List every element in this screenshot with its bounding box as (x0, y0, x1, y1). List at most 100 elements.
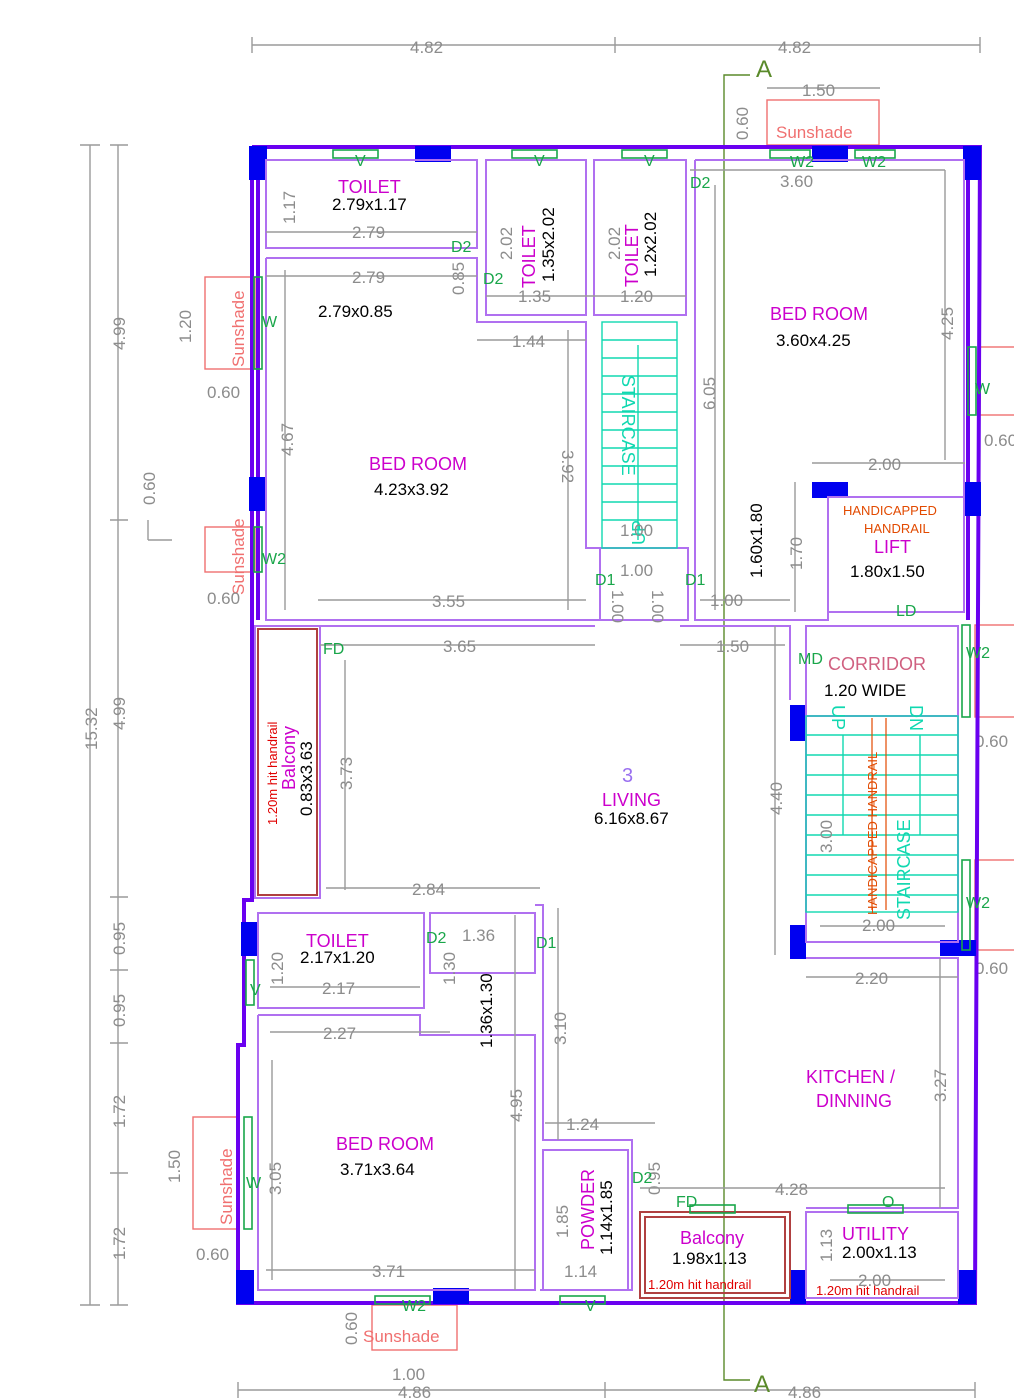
dim-seg-c: 1.72 (110, 1095, 129, 1128)
dim-label: 0.60 (196, 1245, 229, 1264)
door-tag: D2 (632, 1170, 653, 1187)
kitchen-name2: DINNING (816, 1091, 892, 1111)
door-tag: FD (323, 641, 344, 658)
staircase-main-label: STAIRCASE (894, 819, 914, 920)
dim-label: 3.71 (372, 1262, 405, 1281)
dim-label: 2.02 (605, 227, 624, 260)
passage-size: 2.79x0.85 (318, 302, 393, 321)
balcony-s-size: 1.98x1.13 (672, 1249, 747, 1268)
dim-label: 2.00 (862, 916, 895, 935)
dim-label: 4.28 (775, 1180, 808, 1199)
dim-label: 1.13 (817, 1229, 836, 1262)
dim-seg-060: 0.60 (140, 472, 159, 505)
dim-label: 0.60 (975, 732, 1008, 751)
window-tag: W2 (966, 645, 990, 662)
lift-size: 1.80x1.50 (850, 562, 925, 581)
dim-label: 2.84 (412, 880, 445, 899)
door-tag: MD (798, 651, 823, 668)
opening-tags: V V V W2 W2 D2 D2 D2 W W W2 D1 D1 LD FD … (246, 153, 991, 1315)
dim-label: 0.85 (449, 262, 468, 295)
room-labels: TOILET 2.79x1.17 TOILET 1.35x2.02 TOILET… (265, 177, 937, 1298)
bedroom-ne-size: 3.60x4.25 (776, 331, 851, 350)
dim-label: 3.00 (817, 820, 836, 853)
dim-label: 1.36 (462, 926, 495, 945)
staircase-north: STAIRCASE UP (601, 321, 678, 549)
corridor-name: CORRIDOR (828, 654, 926, 674)
powder-size: 1.14x1.85 (597, 1180, 616, 1255)
dim-label: 2.20 (855, 969, 888, 988)
bedroom-nw-name: BED ROOM (369, 454, 467, 474)
dim-label: 2.02 (497, 227, 516, 260)
lift-door-tag: LD (896, 603, 916, 620)
dim-label: 2.00 (858, 1271, 891, 1290)
window-tag: V (355, 153, 366, 170)
dim-label: 1.50 (802, 81, 835, 100)
balcony-w-name: Balcony (279, 726, 299, 790)
utility-name: UTILITY (842, 1224, 909, 1244)
dim-seg-b: 0.95 (110, 994, 129, 1027)
dim-label: 3.10 (551, 1012, 570, 1045)
toilet3-size: 1.2x2.02 (641, 212, 660, 277)
dim-label: 1.00 (648, 590, 667, 623)
dim-label: 2.27 (323, 1024, 356, 1043)
living-size: 6.16x8.67 (594, 809, 669, 828)
section-line: A A (723, 56, 772, 1398)
window-tag: V (585, 1298, 596, 1315)
dim-label: 4.67 (278, 423, 297, 456)
sunshade-label: Sunshade (229, 290, 248, 367)
dim-seg-a: 0.95 (110, 922, 129, 955)
door-tag: D2 (483, 271, 504, 288)
sunshade-label: Sunshade (776, 123, 853, 142)
dim-label: 3.92 (558, 450, 577, 483)
windows (243, 149, 977, 1305)
dim-label: 1.50 (165, 1150, 184, 1183)
dim-label: 1.17 (280, 191, 299, 224)
lift-name: LIFT (874, 537, 911, 557)
corridor-size: 1.20 WIDE (824, 681, 906, 700)
dim-label: 1.14 (564, 1262, 597, 1281)
powder-name: POWDER (578, 1169, 598, 1250)
door-tag: FD (676, 1194, 697, 1211)
dim-label: 1.50 (716, 637, 749, 656)
interior-dimensions: 3.60 4.25 1.17 2.79 2.02 2.02 1.35 1.20 … (266, 169, 965, 1290)
dim-label: 0.60 (207, 383, 240, 402)
section-label-top: A (756, 56, 772, 83)
window-tag: W2 (262, 551, 286, 568)
staircase-main-up: UP (828, 705, 848, 730)
dim-label: 4.95 (507, 1089, 526, 1122)
door-tag: D1 (685, 572, 706, 589)
toilet4-size: 2.17x1.20 (300, 948, 375, 967)
dim-label: 3.27 (931, 1069, 950, 1102)
dim-overall: 15.32 (82, 707, 101, 750)
utility-note: 1.20m hit handrail (816, 1283, 919, 1298)
window-tag: W2 (790, 154, 814, 171)
dim-label: 1.00 (608, 590, 627, 623)
dim-label: 2.00 (868, 455, 901, 474)
dim-bottom-left: 4.86 (398, 1383, 431, 1399)
balcony-s-note: 1.20m hit handrail (648, 1277, 751, 1292)
dim-label: 0.60 (207, 589, 240, 608)
dim-label: 1.20 (176, 310, 195, 343)
dim-top-right: 4.82 (778, 38, 811, 57)
sunshade-label: Sunshade (217, 1148, 236, 1225)
toilet2-name: TOILET (519, 225, 539, 288)
door-tag: D1 (536, 935, 557, 952)
dim-label: 2.79 (352, 268, 385, 287)
dim-label: 0.60 (733, 107, 752, 140)
window-tag: V (250, 982, 261, 999)
dim-label: 1.70 (787, 537, 806, 570)
dim-label: 0.95 (645, 1162, 664, 1195)
bedroom-nw-size: 4.23x3.92 (374, 480, 449, 499)
dim-label: 1.24 (566, 1115, 599, 1134)
dim-label: 1.30 (440, 952, 459, 985)
balcony-s-name: Balcony (680, 1228, 744, 1248)
dim-label: 1.44 (512, 332, 545, 351)
staircase-main-dn: DN (906, 705, 926, 731)
dim-label: 2.17 (322, 979, 355, 998)
dim-seg-top: 4.99 (110, 317, 129, 350)
dim-label: 3.55 (432, 592, 465, 611)
utility-size: 2.00x1.13 (842, 1243, 917, 1262)
dim-label: 3.73 (337, 757, 356, 790)
store-size: 1.36x1.30 (477, 973, 496, 1048)
